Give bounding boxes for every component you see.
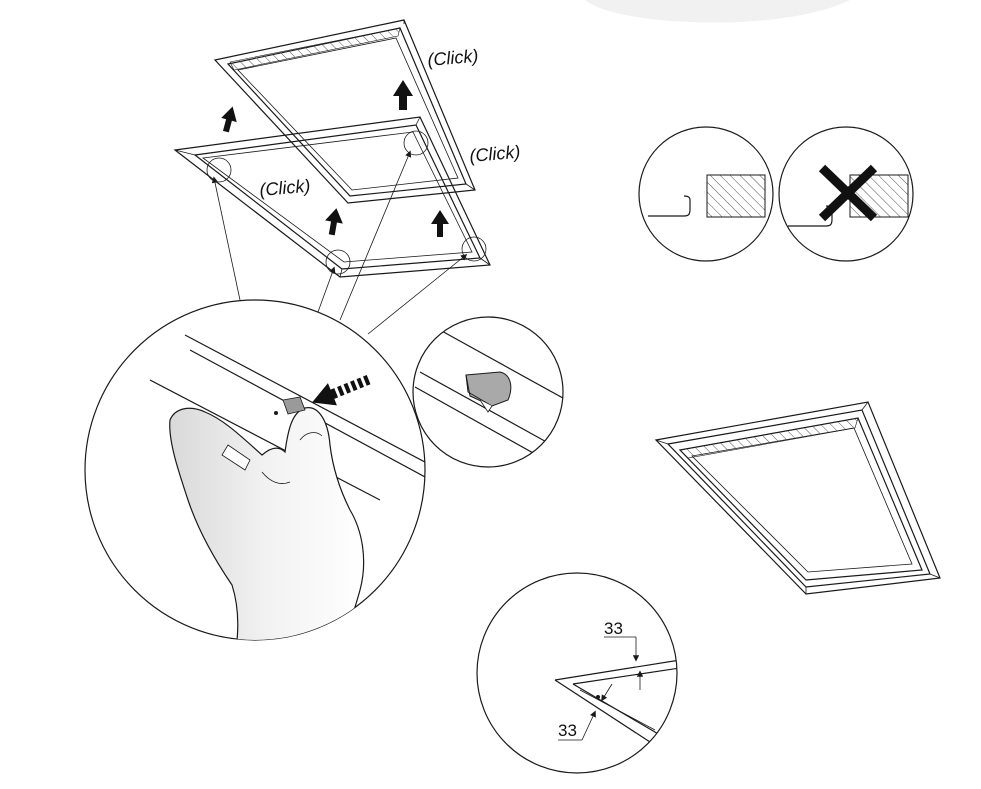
installed-panel xyxy=(654,401,941,595)
dimension-label-top: 33 xyxy=(604,619,623,638)
arrow-up-icon xyxy=(221,106,237,133)
clip-shape xyxy=(282,396,306,415)
cross-x-icon xyxy=(818,164,878,222)
dashed-arrow-icon xyxy=(312,375,371,406)
dimension-detail: 33 33 xyxy=(476,572,678,774)
clip-point-marker xyxy=(461,236,487,262)
incorrect-fit-detail xyxy=(778,126,914,262)
top-panel xyxy=(213,19,476,204)
detail-clip-closeup xyxy=(412,316,564,468)
arrow-up-icon xyxy=(431,210,449,237)
clip-point-marker xyxy=(403,130,429,156)
arrow-up-icon xyxy=(393,80,413,110)
hand-shape xyxy=(169,407,365,640)
arrow-up-icon xyxy=(325,208,343,236)
click-label-left: (Click) xyxy=(259,176,312,200)
detail-hand-press xyxy=(84,299,426,641)
mounting-frame xyxy=(173,116,491,278)
background-blob xyxy=(585,0,850,23)
correct-fit-detail xyxy=(638,126,774,262)
click-label-top: (Click) xyxy=(427,46,480,70)
clip-point-marker xyxy=(325,249,351,275)
clip-point-marker xyxy=(206,157,232,183)
leader-lines xyxy=(211,150,468,335)
dimension-label-bottom: 33 xyxy=(558,721,577,740)
click-label-right: (Click) xyxy=(469,142,522,166)
